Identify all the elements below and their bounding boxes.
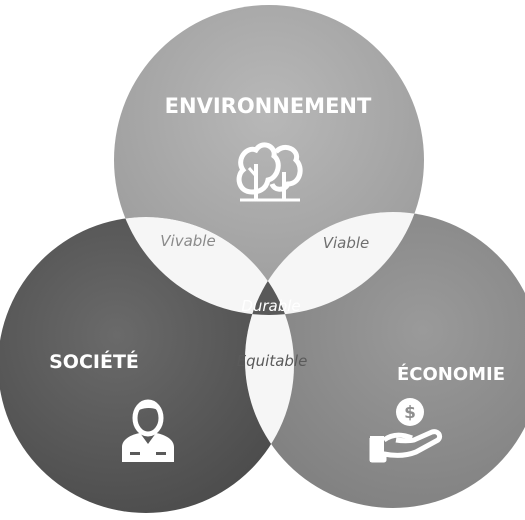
svg-text:$: $: [404, 403, 416, 423]
label-viable: Viable: [323, 234, 370, 252]
overlap-env-eco: [245, 212, 424, 315]
trees-icon: [236, 142, 303, 202]
label-durable: Durable: [241, 297, 300, 315]
label-vivable: Vivable: [160, 232, 215, 250]
economy-title: ÉCONOMIE: [397, 363, 505, 385]
person-icon: [122, 399, 174, 462]
environment-title: ENVIRONNEMENT: [165, 94, 372, 118]
money-hand-icon: $: [369, 398, 443, 463]
society-title: SOCIÉTÉ: [49, 350, 139, 373]
overlap-env-soc: [114, 217, 294, 315]
label-equitable: Equitable: [237, 352, 308, 370]
